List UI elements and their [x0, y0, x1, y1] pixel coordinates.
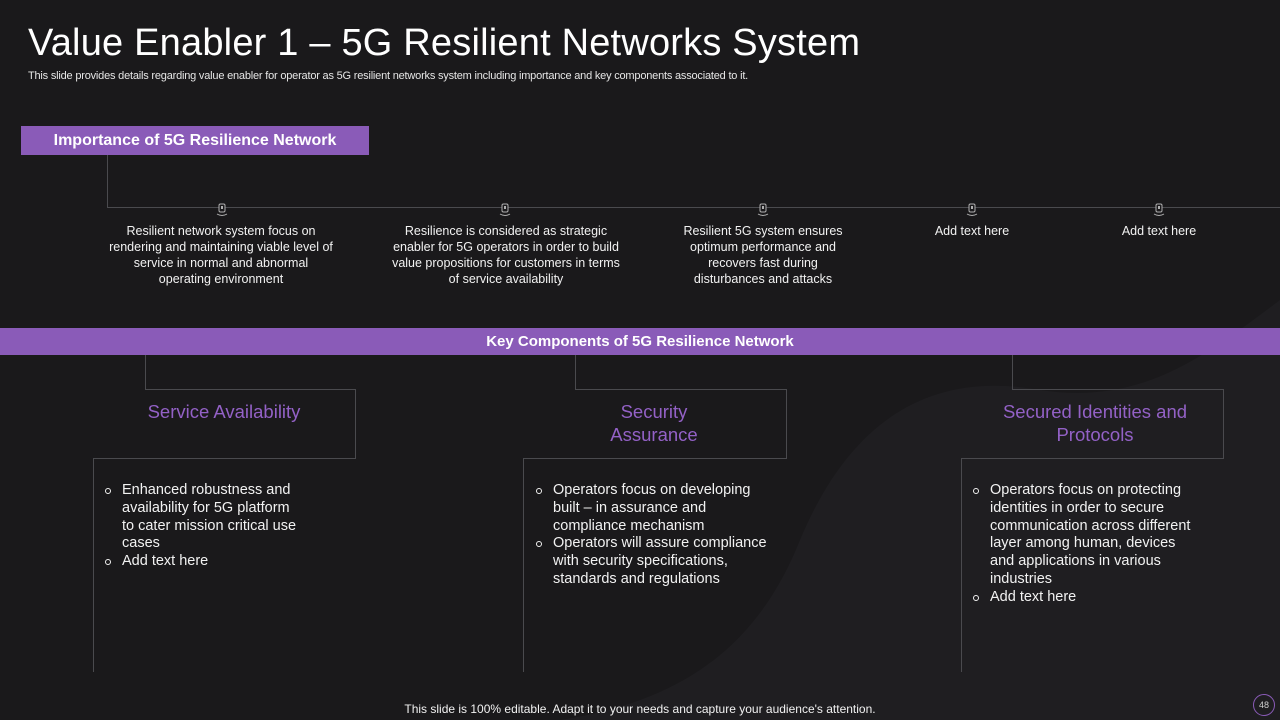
importance-item: Resilient network system focus on render… [109, 224, 333, 286]
importance-timeline-line [107, 207, 1280, 208]
importance-vertical-connector [107, 155, 108, 208]
component-connector [145, 355, 146, 389]
location-pin-icon [216, 203, 228, 216]
importance-item: Resilience is considered as strategic en… [392, 224, 620, 286]
bullet-item: Operators focus on protecting identities… [971, 482, 1193, 589]
component-title-box [575, 389, 787, 459]
page-title: Value Enabler 1 – 5G Resilient Networks … [28, 22, 861, 64]
component-bullets: Operators focus on developing built – in… [534, 482, 779, 589]
component-detail-border [523, 458, 524, 672]
key-components-header: Key Components of 5G Resilience Network [0, 328, 1280, 355]
component-divider [1012, 458, 1224, 459]
location-pin-icon [499, 203, 511, 216]
component-bullets: Operators focus on protecting identities… [971, 482, 1193, 607]
component-detail-border [961, 458, 962, 672]
component-title: Secured Identities and Protocols [1002, 401, 1188, 445]
importance-item: Add text here [1121, 224, 1197, 238]
page-number: 48 [1253, 694, 1275, 716]
bullet-item: Add text here [971, 589, 1193, 607]
component-title-box [1012, 389, 1224, 459]
component-title: Security Assurance [610, 401, 698, 445]
footer-note: This slide is 100% editable. Adapt it to… [404, 702, 876, 716]
component-detail-top [93, 458, 145, 459]
component-divider [145, 458, 356, 459]
component-divider [575, 458, 787, 459]
location-pin-icon [757, 203, 769, 216]
component-title: Service Availability [147, 401, 301, 422]
bullet-item: Enhanced robustness and availability for… [103, 482, 298, 553]
component-detail-border [93, 458, 94, 672]
importance-item: Resilient 5G system ensures optimum perf… [683, 224, 843, 286]
component-connector [575, 355, 576, 389]
component-detail-top [961, 458, 1012, 459]
component-detail-top [523, 458, 575, 459]
location-pin-icon [1153, 203, 1165, 216]
bullet-item: Add text here [103, 553, 298, 571]
importance-item: Add text here [934, 224, 1010, 238]
component-connector [1012, 355, 1013, 389]
bullet-item: Operators focus on developing built – in… [534, 482, 779, 535]
component-title-box [145, 389, 356, 459]
importance-header: Importance of 5G Resilience Network [21, 126, 369, 155]
bullet-item: Operators will assure compliance with se… [534, 535, 779, 588]
location-pin-icon [966, 203, 978, 216]
component-bullets: Enhanced robustness and availability for… [103, 482, 298, 571]
page-subtitle: This slide provides details regarding va… [28, 70, 749, 82]
